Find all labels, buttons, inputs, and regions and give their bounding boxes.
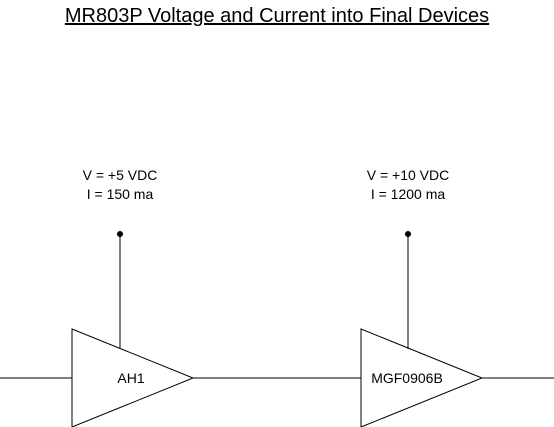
supply-node-mgf0906b [405, 231, 411, 237]
current-label: I = 150 ma [86, 186, 154, 202]
supply-node-ah1 [117, 231, 123, 237]
amplifier-ah1-label: AH1 [117, 370, 144, 386]
voltage-label: V = +5 VDC [82, 167, 158, 183]
current-label: I = 1200 ma [370, 186, 446, 202]
supply-label-mgf0906b: V = +10 VDC I = 1200 ma [338, 166, 478, 204]
amplifier-mgf0906b-symbol [360, 328, 484, 427]
voltage-label: V = +10 VDC [366, 167, 450, 183]
supply-label-ah1: V = +5 VDC I = 150 ma [50, 166, 190, 204]
amplifier-mgf0906b-label: MGF0906B [371, 370, 443, 386]
diagram-title: MR803P Voltage and Current into Final De… [64, 5, 490, 27]
amplifier-ah1-symbol [71, 328, 195, 427]
